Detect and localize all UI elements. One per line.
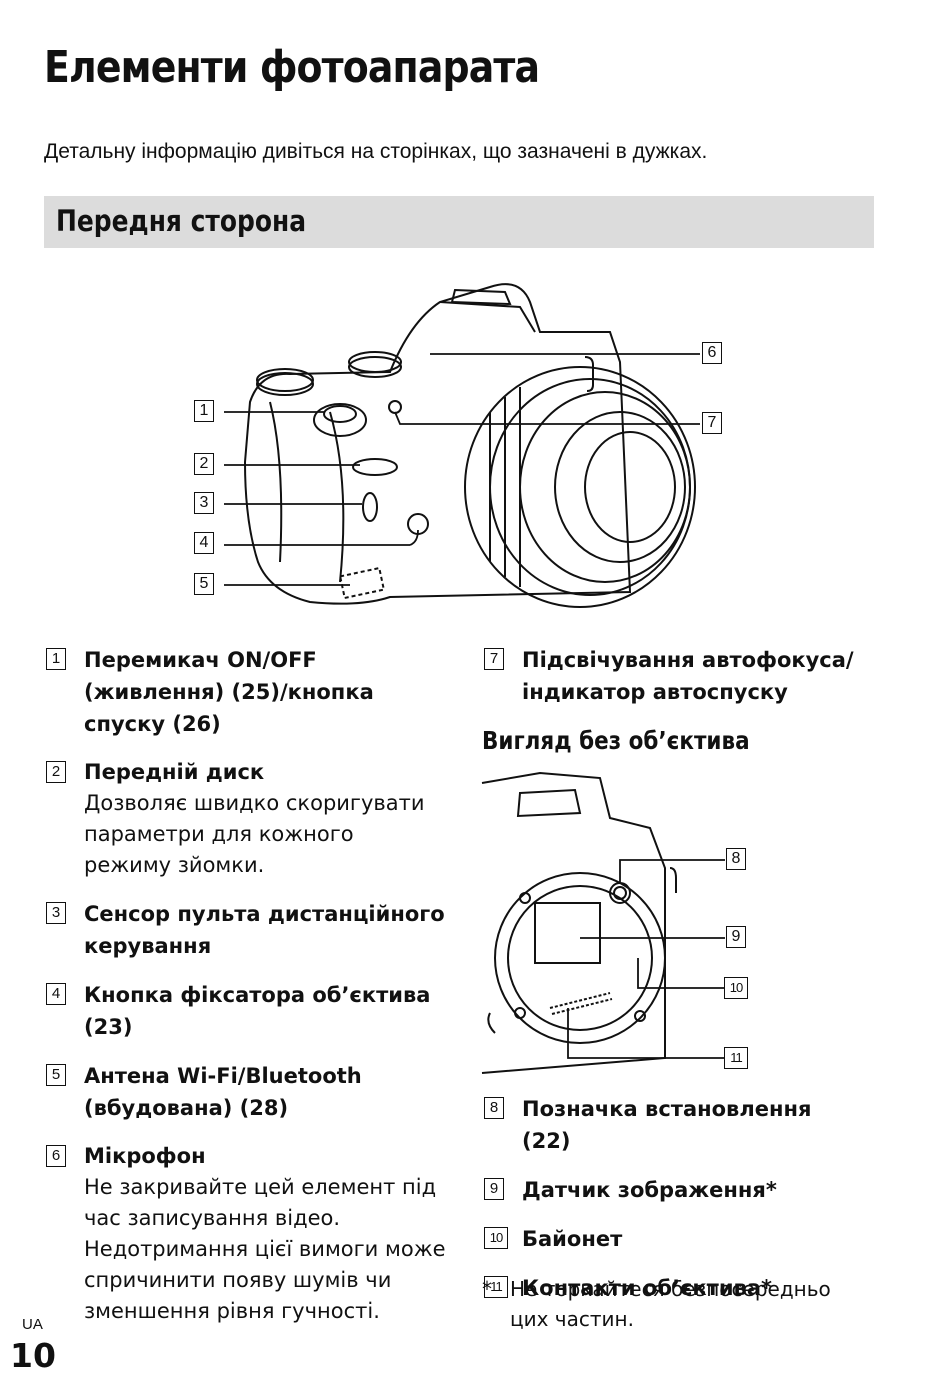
item-title: Контакти об’єктива* — [522, 1276, 772, 1300]
callout-2: 2 — [194, 453, 214, 475]
callout-8: 8 — [726, 848, 746, 870]
right-item-list-top: 7 Підсвічування автофокуса/ індикатор ав… — [484, 644, 864, 725]
list-item: 2 Передній диск Дозволяє швидко скоригув… — [46, 757, 446, 881]
page-number: 10 — [10, 1336, 56, 1375]
section-title: Передня сторона — [56, 204, 307, 238]
item-title: Байонет — [522, 1227, 623, 1251]
callout-3: 3 — [194, 492, 214, 514]
page-title: Елементи фотоапарата — [44, 42, 540, 93]
item-number: 5 — [46, 1064, 66, 1086]
item-number: 8 — [484, 1097, 504, 1119]
item-title: Антена Wi-Fi/Bluetooth (вбудована) (28) — [84, 1064, 362, 1120]
list-item: 1 Перемикач ON/OFF (живлення) (25)/кнопк… — [46, 644, 446, 740]
callout-7: 7 — [702, 412, 722, 434]
item-number: 2 — [46, 761, 66, 783]
intro-text: Детальну інформацію дивіться на сторінка… — [44, 140, 708, 163]
list-item: 3 Сенсор пульта дистанційного керування — [46, 898, 446, 962]
item-number: 1 — [46, 648, 66, 670]
list-item: 6 Мікрофон Не закривайте цей елемент під… — [46, 1141, 446, 1327]
list-item: 8 Позначка встановлення (22) — [484, 1093, 864, 1157]
item-number: 10 — [484, 1227, 508, 1249]
list-item: 10 Байонет — [484, 1223, 864, 1255]
item-title: Мікрофон — [84, 1144, 206, 1168]
footnote-marker: * — [482, 1277, 492, 1301]
item-description: Дозволяє швидко скоригувати параметри дл… — [84, 791, 425, 877]
list-item: 5 Антена Wi-Fi/Bluetooth (вбудована) (28… — [46, 1060, 446, 1124]
item-title: Перемикач ON/OFF (живлення) (25)/кнопка … — [84, 648, 374, 736]
list-item: 7 Підсвічування автофокуса/ індикатор ав… — [484, 644, 864, 708]
item-title: Кнопка фіксатора об’єктива (23) — [84, 983, 431, 1039]
item-title: Датчик зображення* — [522, 1178, 777, 1202]
callout-4: 4 — [194, 532, 214, 554]
item-number: 3 — [46, 902, 66, 924]
left-item-list: 1 Перемикач ON/OFF (живлення) (25)/кнопк… — [46, 644, 446, 1344]
list-item: 11 Контакти об’єктива* — [484, 1272, 864, 1304]
item-number: 7 — [484, 648, 504, 670]
camera-front-illustration — [224, 283, 700, 608]
item-title: Позначка встановлення (22) — [522, 1097, 812, 1153]
callout-11: 11 — [724, 1047, 748, 1069]
callout-9: 9 — [726, 926, 746, 948]
section-header: Передня сторона — [44, 196, 874, 248]
item-number: 11 — [484, 1276, 508, 1298]
callout-5: 5 — [194, 573, 214, 595]
camera-mount-illustration — [481, 771, 725, 1074]
item-number: 9 — [484, 1178, 504, 1200]
callout-1: 1 — [194, 400, 214, 422]
item-title: Передній диск — [84, 760, 265, 784]
item-number: 6 — [46, 1145, 66, 1167]
footnote: * Не торкайтеся безпосередньо цих частин… — [482, 1274, 860, 1334]
item-title: Сенсор пульта дистанційного керування — [84, 902, 445, 958]
footnote-text: Не торкайтеся безпосередньо цих частин. — [510, 1277, 831, 1331]
item-title: Підсвічування автофокуса/ індикатор авто… — [522, 648, 854, 704]
subhead-without-lens: Вигляд без об’єктива — [482, 726, 750, 755]
list-item: 9 Датчик зображення* — [484, 1174, 864, 1206]
callout-10: 10 — [724, 977, 748, 999]
right-item-list-bottom: 8 Позначка встановлення (22) 9 Датчик зо… — [484, 1093, 864, 1321]
item-number: 4 — [46, 983, 66, 1005]
language-code: UA — [22, 1316, 43, 1333]
item-description: Не закривайте цей елемент під час запису… — [84, 1175, 446, 1323]
callout-6: 6 — [702, 342, 722, 364]
list-item: 4 Кнопка фіксатора об’єктива (23) — [46, 979, 446, 1043]
